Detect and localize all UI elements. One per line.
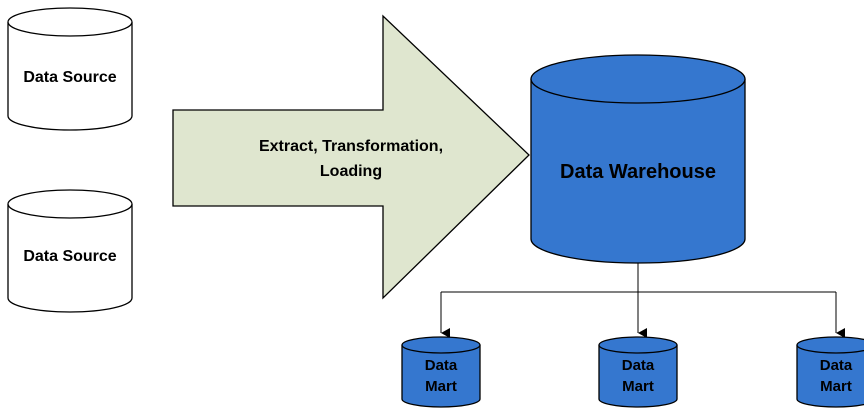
data-source-1: Data Source (7, 7, 133, 131)
data-warehouse-body (530, 79, 746, 264)
data-mart-2-label-line2: Mart (622, 378, 654, 395)
connector-lines (440, 263, 845, 338)
data-mart-3-label-line2: Mart (820, 378, 852, 395)
etl-label-line1: Extract, Transformation, (259, 138, 443, 155)
data-source-2-top (7, 189, 133, 219)
data-mart-2-body (598, 345, 678, 408)
data-mart-1-label-line1: Data (425, 357, 458, 374)
data-mart-2: Data Mart (598, 336, 678, 408)
data-mart-2-top (598, 336, 678, 354)
etl-arrow-shape (172, 14, 530, 300)
data-mart-1-top (401, 336, 481, 354)
data-mart-1: Data Mart (401, 336, 481, 408)
data-source-1-top (7, 7, 133, 37)
data-warehouse-top (530, 54, 746, 104)
data-mart-1-body (401, 345, 481, 408)
data-warehouse: Data Warehouse (530, 54, 746, 264)
data-source-1-body (7, 22, 133, 131)
data-mart-2-label-line1: Data (622, 357, 655, 374)
data-mart-1-label-line2: Mart (425, 378, 457, 395)
data-mart-3-body (796, 345, 864, 408)
data-warehouse-label: Data Warehouse (560, 161, 716, 183)
data-mart-3-top (796, 336, 864, 354)
etl-label-line2: Loading (320, 163, 382, 180)
data-source-2-label: Data Source (23, 248, 116, 265)
etl-arrow: Extract, Transformation, Loading (172, 14, 530, 300)
data-source-1-label: Data Source (23, 69, 116, 86)
data-source-2: Data Source (7, 189, 133, 313)
data-mart-3: Data Mart (796, 336, 864, 408)
data-source-2-body (7, 204, 133, 313)
data-mart-3-label-line1: Data (820, 357, 853, 374)
